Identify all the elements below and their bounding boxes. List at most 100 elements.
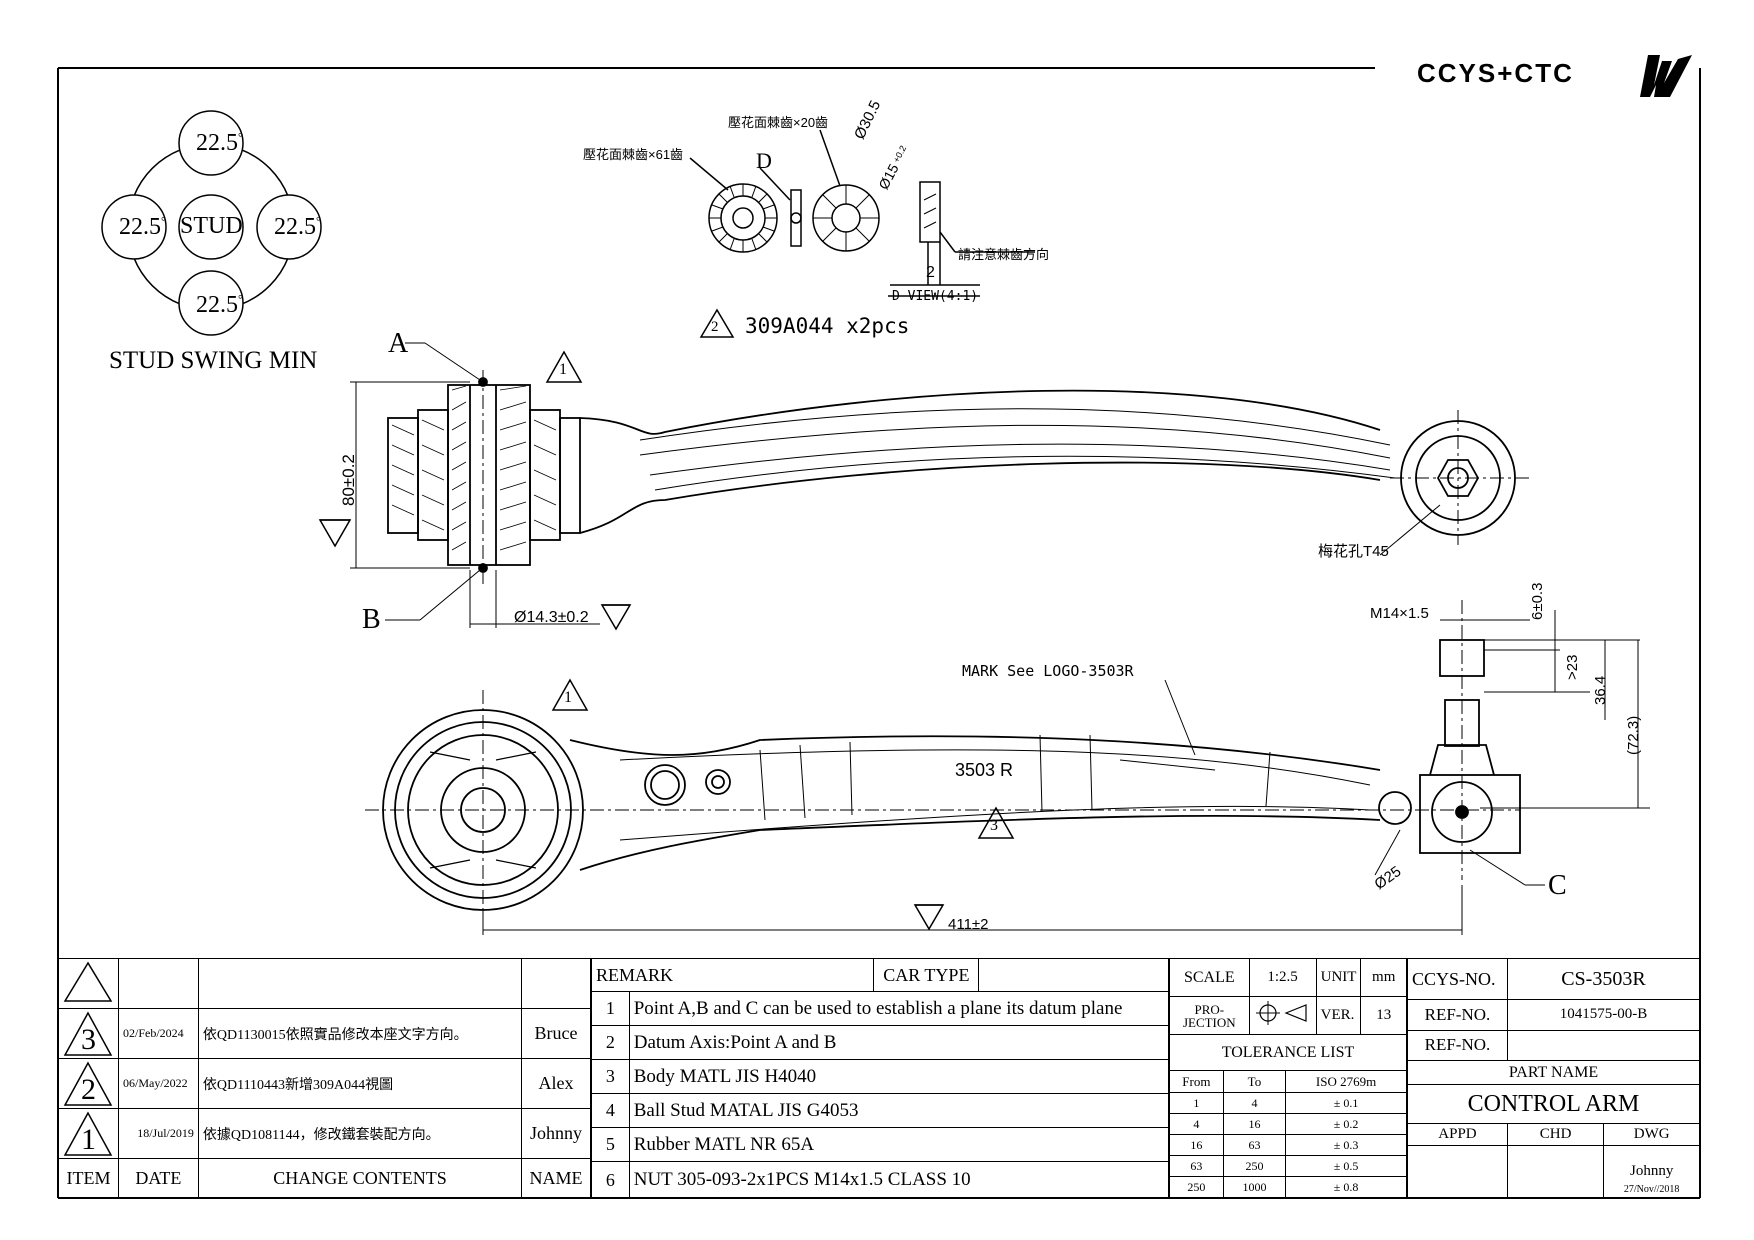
revision-content: 依QD1110443新增309A044視圖 bbox=[197, 1058, 523, 1109]
dwg-date: 27/Nov//2018 bbox=[1623, 1184, 1680, 1195]
datum-symbol-icon bbox=[318, 519, 945, 931]
revision-triangle-icon bbox=[63, 961, 113, 1002]
ver-label: VER. bbox=[1315, 996, 1362, 1035]
point-c-label: C bbox=[1548, 870, 1567, 901]
tol-value: ± 0.8 bbox=[1285, 1176, 1407, 1199]
revision-date: 06/May/2022 bbox=[117, 1058, 199, 1109]
projection-symbol-icon bbox=[1255, 1001, 1307, 1025]
ref-no2-label: REF-NO. bbox=[1407, 1029, 1508, 1062]
unit-value: mm bbox=[1360, 958, 1407, 997]
part-mark-3503r: 3503 R bbox=[955, 760, 1014, 780]
swing-top-value: 22.5° bbox=[196, 130, 243, 156]
car-type-value bbox=[978, 958, 1169, 992]
rev-mark-1-text: 1 bbox=[559, 361, 567, 378]
swing-right-value: 22.5° bbox=[274, 214, 321, 240]
tolerance-table: SCALE 1:2.5 UNIT mm PRO- JECTION VER. 13… bbox=[1169, 958, 1407, 1199]
dim-23: >23 bbox=[1564, 654, 1581, 680]
brand-logo-icon bbox=[1640, 55, 1692, 97]
remark-no: 6 bbox=[591, 1161, 630, 1199]
remark-no: 5 bbox=[591, 1127, 630, 1162]
remark-no: 3 bbox=[591, 1059, 630, 1094]
revision-triangle-icon bbox=[63, 1111, 113, 1156]
revision-mark: 2 bbox=[80, 1072, 96, 1106]
revision-row: 2 06/May/2022 依QD1110443新增309A044視圖 Alex bbox=[58, 1058, 591, 1109]
appd-label: APPD bbox=[1407, 1123, 1508, 1146]
ref-no-value: 1041575-00-B bbox=[1506, 999, 1701, 1031]
mark-note: MARK See LOGO-3503R bbox=[962, 662, 1134, 680]
remark-no: 1 bbox=[591, 991, 630, 1026]
tol-from: 250 bbox=[1169, 1176, 1224, 1199]
tol-value: ± 0.1 bbox=[1285, 1092, 1407, 1114]
unit-label: UNIT bbox=[1315, 958, 1362, 997]
chd-value bbox=[1506, 1144, 1605, 1199]
header-name: NAME bbox=[521, 1158, 591, 1199]
remark-text: Point A,B and C can be used to establish… bbox=[628, 991, 1170, 1026]
revision-content: 依QD1130015依照實品修改本座文字方向。 bbox=[197, 1008, 523, 1059]
dim-36-4: 36.4 bbox=[1592, 675, 1609, 705]
revision-name: Bruce bbox=[521, 1008, 591, 1059]
dim-2: 2 bbox=[926, 264, 935, 281]
chd-label: CHD bbox=[1506, 1123, 1605, 1146]
revision-triangle-icon bbox=[63, 1061, 113, 1106]
ref-no2-value bbox=[1506, 1029, 1701, 1062]
revision-name: Johnny bbox=[521, 1108, 591, 1159]
washer-teeth-20: 壓花面棘齒×20齒 bbox=[728, 115, 829, 130]
ccys-no-value: CS-3503R bbox=[1506, 957, 1701, 1001]
revision-header-triangle bbox=[58, 958, 119, 1009]
ref-no-label: REF-NO. bbox=[1407, 999, 1508, 1031]
tol-from: 1 bbox=[1169, 1092, 1224, 1114]
revision-header-blank bbox=[197, 958, 523, 1009]
tol-to: 63 bbox=[1222, 1134, 1287, 1156]
revision-table: 3 02/Feb/2024 依QD1130015依照實品修改本座文字方向。 Br… bbox=[58, 958, 591, 1199]
revision-header-blank bbox=[521, 958, 591, 1009]
revision-triangle-icon bbox=[63, 1011, 113, 1056]
revision-row: 1 18/Jul/2019 依據QD1081144，修改鐵套裝配方向。 John… bbox=[58, 1108, 591, 1159]
tol-header-iso: ISO 2769m bbox=[1285, 1070, 1407, 1093]
dim-height-80: 80±0.2 bbox=[339, 454, 358, 506]
swing-left-value: 22.5° bbox=[119, 214, 166, 240]
remark-text: Rubber MATL NR 65A bbox=[628, 1127, 1170, 1162]
appd-value bbox=[1407, 1144, 1508, 1199]
note-direction: 請注意棘齒方向 bbox=[958, 247, 1050, 262]
control-arm-top-view bbox=[350, 342, 1530, 628]
ccys-no-label: CCYS-NO. bbox=[1407, 957, 1508, 1001]
tolerance-title: TOLERANCE LIST bbox=[1169, 1034, 1407, 1071]
swing-center-label: STUD bbox=[180, 213, 243, 239]
degree-mark: ° bbox=[238, 130, 243, 144]
revision-header-blank bbox=[117, 958, 199, 1009]
tol-to: 16 bbox=[1222, 1113, 1287, 1135]
revision-content: 依據QD1081144，修改鐵套裝配方向。 bbox=[197, 1108, 523, 1159]
dim-thread-m14: M14×1.5 bbox=[1370, 605, 1429, 622]
tol-to: 250 bbox=[1222, 1155, 1287, 1177]
brand-logo-text: CCYS+CTC bbox=[1417, 58, 1574, 88]
car-type-label: CAR TYPE bbox=[873, 958, 980, 992]
scale-value: 1:2.5 bbox=[1248, 958, 1317, 997]
tol-to: 1000 bbox=[1222, 1176, 1287, 1199]
degree-mark: ° bbox=[316, 214, 321, 228]
part-name-label: PART NAME bbox=[1407, 1060, 1700, 1085]
control-arm-bottom-view bbox=[365, 600, 1650, 935]
tol-value: ± 0.2 bbox=[1285, 1113, 1407, 1135]
projection-symbol bbox=[1248, 996, 1317, 1035]
dwg-label: DWG bbox=[1603, 1123, 1700, 1146]
point-a-label: A bbox=[388, 328, 409, 359]
ver-value: 13 bbox=[1360, 996, 1407, 1035]
projection-label: PRO- JECTION bbox=[1169, 996, 1250, 1035]
remark-no: 2 bbox=[591, 1025, 630, 1060]
revision-triangle-icon bbox=[545, 308, 1015, 839]
tol-to: 4 bbox=[1222, 1092, 1287, 1114]
washer-teeth-61: 壓花面棘齒×61齒 bbox=[583, 147, 684, 162]
remark-text: Ball Stud MATAL JIS G4053 bbox=[628, 1093, 1170, 1128]
rev-mark-3-text: 3 bbox=[990, 817, 998, 834]
part-ref-309a044: 309A044 x2pcs bbox=[745, 314, 910, 338]
swing-bottom-value: 22.5° bbox=[196, 292, 243, 318]
